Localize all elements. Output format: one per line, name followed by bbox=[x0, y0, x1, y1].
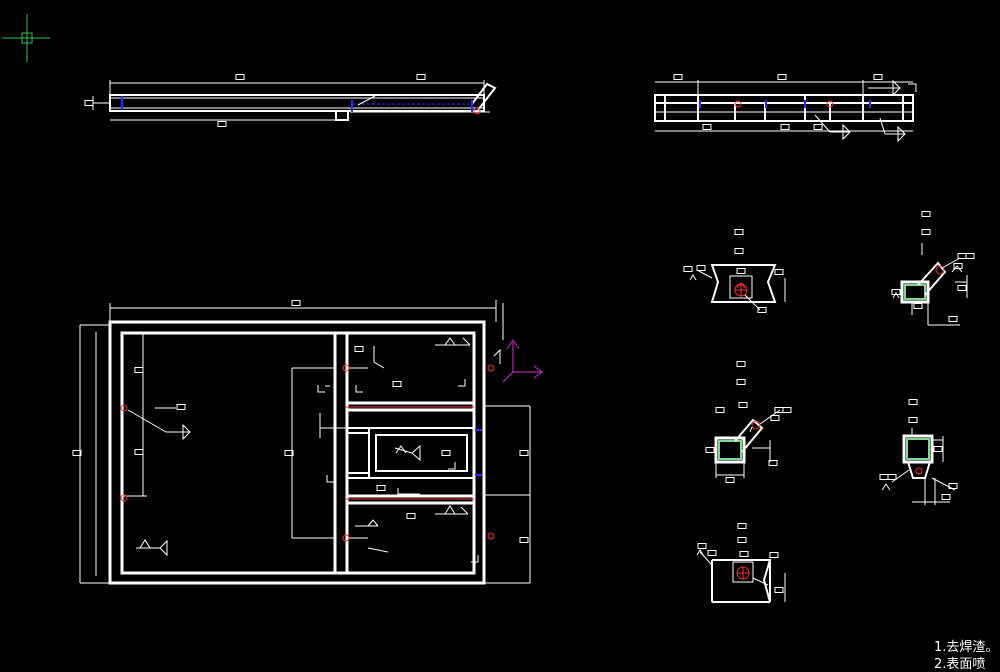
detail-view-c bbox=[705, 361, 792, 483]
technical-note-1: 1.去焊渣。 bbox=[934, 640, 999, 655]
detail-view-d bbox=[879, 399, 958, 505]
plan-view-frame bbox=[72, 300, 531, 585]
front-elevation-view bbox=[654, 74, 917, 143]
crosshair-cursor-icon bbox=[2, 14, 50, 62]
detail-view-b bbox=[891, 211, 975, 326]
ucs-axis-icon bbox=[502, 339, 543, 383]
side-elevation-view bbox=[84, 74, 497, 127]
detail-view-e bbox=[696, 523, 786, 603]
technical-note-2: 2.表面喷 bbox=[934, 657, 986, 672]
detail-view-a bbox=[683, 229, 786, 313]
